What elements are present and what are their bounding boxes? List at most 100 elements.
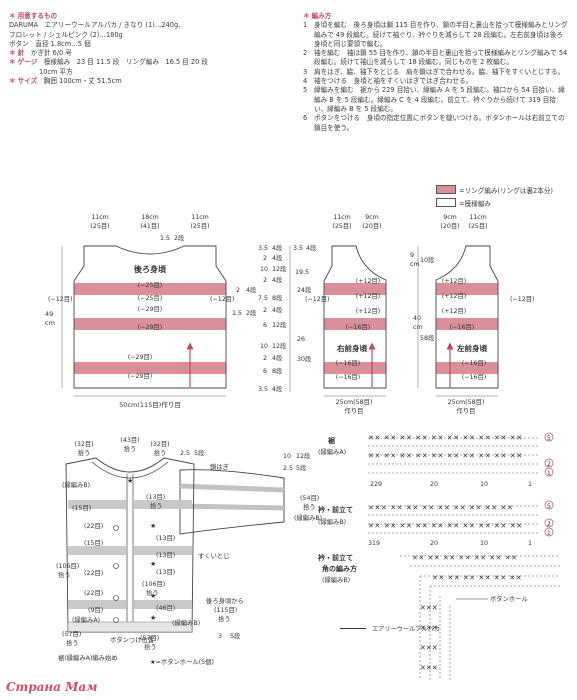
stripe-label: (−29目) xyxy=(138,323,163,331)
stitch-count: 10 xyxy=(480,481,488,488)
stripe-label: (−16目) xyxy=(346,323,371,331)
dim-st: (20目) xyxy=(362,222,381,230)
dim-cm: 9cm xyxy=(443,214,457,221)
left-front-piece: 左前身頃 (+12目) (+12目) (+12目) (−16目) (−16目) … xyxy=(435,214,535,415)
needle-line: ＊針 かぎ針 6/0 号 xyxy=(9,49,72,58)
buttonhole-star: ★ xyxy=(150,614,156,622)
row-count: 4段 xyxy=(246,285,257,294)
row-count: 12段 xyxy=(272,320,287,329)
step-text: 袖を編む 袖は鎖 55 目を作り、鎖の半目と裏山を拾って模様編みとリング編みで … xyxy=(314,49,568,67)
row-cm: 2 xyxy=(263,277,267,284)
buttonhole-legend: ★=ボタンホール(5個) xyxy=(150,657,214,666)
front-height-rows: 58段 xyxy=(420,333,435,342)
stripe-label: (+12目) xyxy=(356,307,381,315)
pick-label: 拾う xyxy=(78,448,91,457)
stripe-label: (−25目) xyxy=(138,281,163,289)
stripe-label: (+12目) xyxy=(442,292,467,300)
instructions-heading-text: 編み方 xyxy=(311,12,332,20)
step-number: 2 xyxy=(303,49,308,58)
button xyxy=(113,595,119,601)
buttonhole-star: ★ xyxy=(150,522,156,530)
row-cm: 2 xyxy=(236,287,240,294)
front-chart-title: 衿・前立て xyxy=(318,505,353,514)
materials-line: DARUMA エアリーウールアルパカ / きなり (1)…240g、 xyxy=(9,21,185,30)
side-decrease: (−12目) xyxy=(210,295,235,303)
body-outline xyxy=(65,457,195,633)
stitch-count: 319 xyxy=(368,540,380,547)
side-decrease: (−12目) xyxy=(305,295,330,303)
ring-stripe xyxy=(74,283,226,295)
ring-stripe xyxy=(436,318,498,330)
pick-label: 拾う xyxy=(146,588,159,597)
row-cm: 6 xyxy=(263,368,267,375)
pick-label: 拾う xyxy=(144,642,157,651)
row-cm: 3.5 xyxy=(258,386,268,393)
needle-value: かぎ針 6/0 号 xyxy=(30,49,72,58)
buttonhole-label: ボタンホール xyxy=(490,594,528,603)
pick-count: (32目) xyxy=(150,440,169,448)
pick-count: (32目) xyxy=(74,440,93,448)
row-count: 4段 xyxy=(272,243,283,252)
pick-label: 拾う xyxy=(124,444,137,453)
row-marker xyxy=(544,500,554,510)
back-pick: (115目) xyxy=(214,606,237,614)
row-cm: 10 xyxy=(260,266,268,273)
row-count: 8段 xyxy=(272,293,283,302)
border-a-label: (縁編みA) xyxy=(72,615,100,624)
row-marker-number: 1 xyxy=(547,470,551,477)
corner-chart-stitches: ✕✕✕ xyxy=(420,664,438,672)
hem-chart-stitches: ✕✕ ✕✕ ✕✕ ✕✕ ✕✕ ✕✕ ✕✕ ✕✕ ✕✕ ✕✕ xyxy=(368,452,523,460)
button xyxy=(113,563,119,569)
gauge-value: 模様編み 23 目 11.5 段 リング編み 16.5 目 20 段 xyxy=(43,58,209,67)
row-count: 12段 xyxy=(272,264,287,273)
depth-rows: 10段 xyxy=(420,255,435,264)
body-count: (22目) xyxy=(84,569,103,577)
row-cm: 7.5 xyxy=(258,295,268,302)
corner-chart-stitches: ✕✕✕ xyxy=(420,604,438,612)
back-height-unit: cm xyxy=(45,319,55,327)
step-text: 身頃を編む 後ろ身頃は鎖 115 目を作り、鎖の半目と裏山を拾って模様編みとリン… xyxy=(314,21,568,48)
dim-cm: 11cm xyxy=(91,214,109,221)
instructions-heading: ＊編み方 xyxy=(303,12,332,20)
step-number: 3 xyxy=(303,67,308,76)
side-seam: すくいとじ xyxy=(198,552,229,560)
pick-count: (43目) xyxy=(120,436,139,444)
row-cm: 1.5 xyxy=(232,310,242,317)
dim-st: (20目) xyxy=(440,222,459,230)
row-cm: 2 xyxy=(263,355,267,362)
stitch-count: 1 xyxy=(528,540,532,547)
needle-label: 針 xyxy=(17,49,25,58)
front-measures: 9 cm 10段 40 cm 58段 xyxy=(410,246,435,388)
left-front-title: 左前身頃 xyxy=(456,343,487,353)
stripe-label: (−16目) xyxy=(462,359,487,367)
body-stripe xyxy=(68,546,126,555)
back-piece: 後ろ身頃 (−25目) (−25目) (−29目) (−29目) (−29目) … xyxy=(45,214,235,409)
buttonhole-star: ★ xyxy=(150,592,156,600)
back-outline xyxy=(73,245,227,389)
body-count: (106目) xyxy=(56,562,79,570)
sleeve-outline xyxy=(179,469,285,535)
corner-chart-stitches: ✕✕✕ xyxy=(420,644,438,652)
dim-cm: 11cm xyxy=(333,214,351,221)
step-text: 縁編みを編む 裾から 229 目拾い、縁編み A を 5 段編む。袖口から 54… xyxy=(314,86,565,113)
row-marker-number: 5 xyxy=(547,435,551,442)
body-count: (13目) xyxy=(156,568,175,576)
row-marker-number: 2 xyxy=(547,521,551,528)
dim-st: (41目) xyxy=(140,222,159,230)
back-width: 50cm(115目)作り目 xyxy=(119,400,181,409)
stitch-count: 20 xyxy=(430,481,438,488)
materials-heading: ＊用意するもの xyxy=(9,12,58,20)
ring-stripe xyxy=(74,318,226,330)
gauge-label: ゲージ xyxy=(17,58,38,67)
body-count: (15目) xyxy=(72,504,91,512)
legend-pattern: =模様編み xyxy=(436,196,553,209)
back-title: 後ろ身頃 xyxy=(134,264,167,274)
row-count: 4段 xyxy=(306,243,317,252)
row-marker-number: 5 xyxy=(547,503,551,510)
row-count: 30段 xyxy=(297,354,312,363)
row-cm: 19.5 xyxy=(295,269,309,276)
border-b-label: (縁編みB) xyxy=(62,480,90,489)
button xyxy=(113,617,119,623)
